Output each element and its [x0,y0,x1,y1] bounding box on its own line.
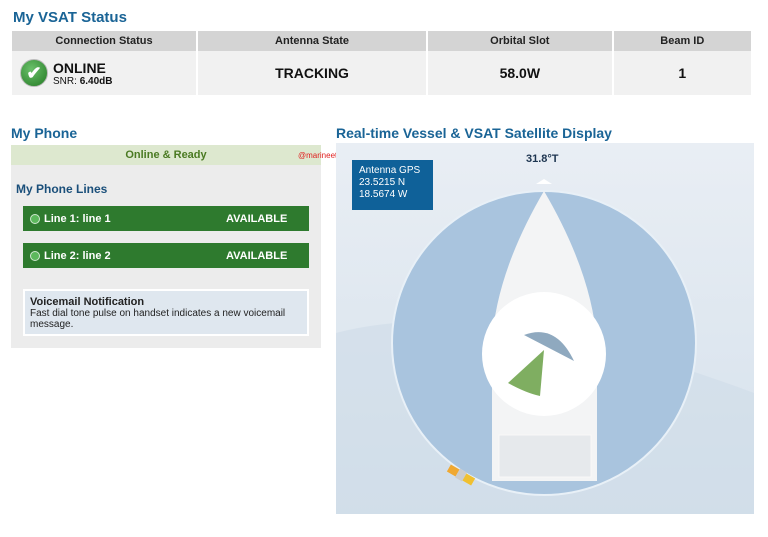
beam-cone [508,350,544,396]
phone-panel: Online & Ready @marineeto My Phone Lines… [11,145,342,348]
phone-title: My Phone [11,125,78,141]
status-dot-icon [30,213,40,224]
vessel-graphic [336,179,754,514]
phone-line-2[interactable]: Line 2: line 2 AVAILABLE [23,243,309,268]
phone-line-1[interactable]: Line 1: line 1 AVAILABLE [23,206,309,231]
status-dot-icon [30,250,40,261]
line-label: Line 1: line 1 [44,212,111,225]
connection-status: ONLINE [53,59,106,76]
line-status: AVAILABLE [226,249,288,262]
snr-label: SNR: [53,75,77,87]
vsat-title: My VSAT Status [13,9,127,26]
col-header: Orbital Slot [427,31,614,51]
col-header: Connection Status [12,31,198,51]
antenna-dish-icon [524,332,574,361]
line-status: AVAILABLE [226,212,288,225]
beam-id: 1 [612,51,754,95]
gps-lon: 18.5674 W [359,189,408,200]
snr-value: 6.40dB [79,75,113,87]
watermark: @marineeto [298,151,342,160]
satellite-icon [446,464,476,486]
antenna-state: TRACKING [197,51,429,95]
check-icon: ✔ [20,59,48,87]
voicemail-title: Voicemail Notification [30,296,145,308]
antenna-circle [482,292,606,416]
line-label: Line 2: line 2 [44,249,111,262]
phone-status: Online & Ready [11,145,321,165]
phone-lines-title: My Phone Lines [16,182,108,196]
display-title: Real-time Vessel & VSAT Satellite Displa… [336,125,612,141]
heading-readout: 31.8°T [526,153,559,165]
gps-title: Antenna GPS [359,165,421,176]
gps-lat: 23.5215 N [359,177,406,188]
voicemail-text: Fast dial tone pulse on handset indicate… [30,308,286,330]
col-header: Beam ID [612,31,754,51]
orbital-slot: 58.0W [427,51,614,95]
col-header: Antenna State [197,31,429,51]
